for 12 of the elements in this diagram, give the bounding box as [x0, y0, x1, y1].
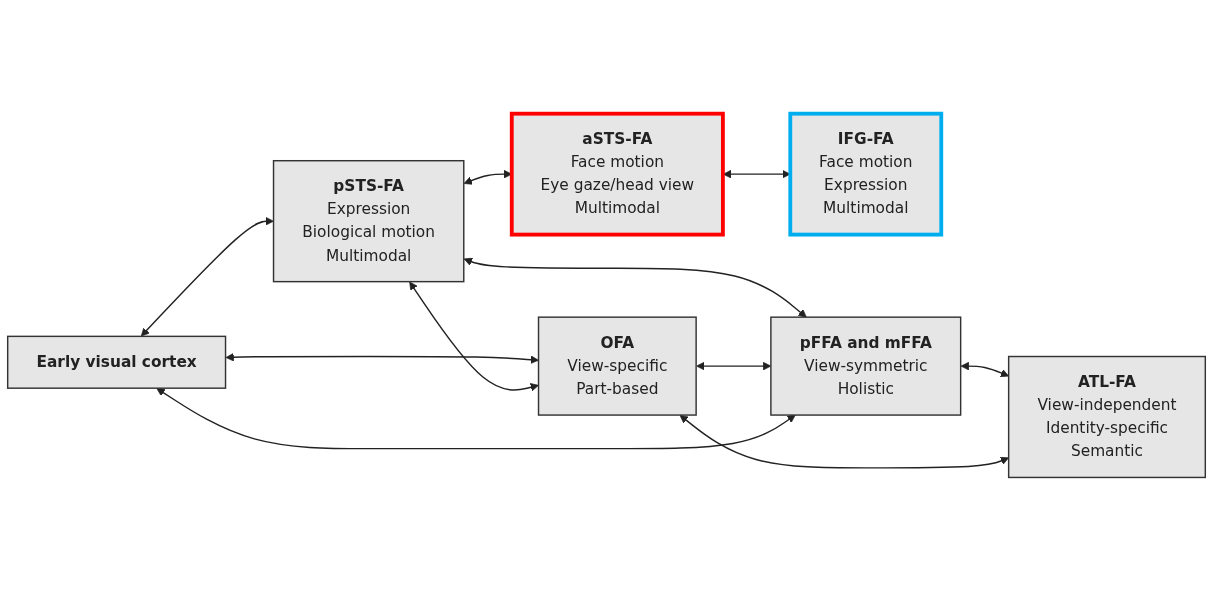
arrow [140, 216, 274, 337]
arrow [225, 352, 539, 364]
arrow [463, 257, 807, 318]
node-box: pSTS-FA Expression Biological motion Multimodal [272, 159, 465, 283]
node-box: OFA View-specific Part-based [537, 316, 697, 416]
arrow [409, 281, 539, 392]
node-box: Early visual cortex [6, 335, 227, 389]
node-box: ATL-FA View-independent Identity-specific Semantic [1007, 355, 1207, 479]
node-box: aSTS-FA Face motion Eye gaze/head view Multimodal [509, 111, 725, 237]
node-box: IFG-FA Face motion Expression Multimodal [788, 111, 944, 237]
node-box: pFFA and mFFA View-symmetric Holistic [770, 316, 962, 416]
arrow [156, 387, 796, 450]
